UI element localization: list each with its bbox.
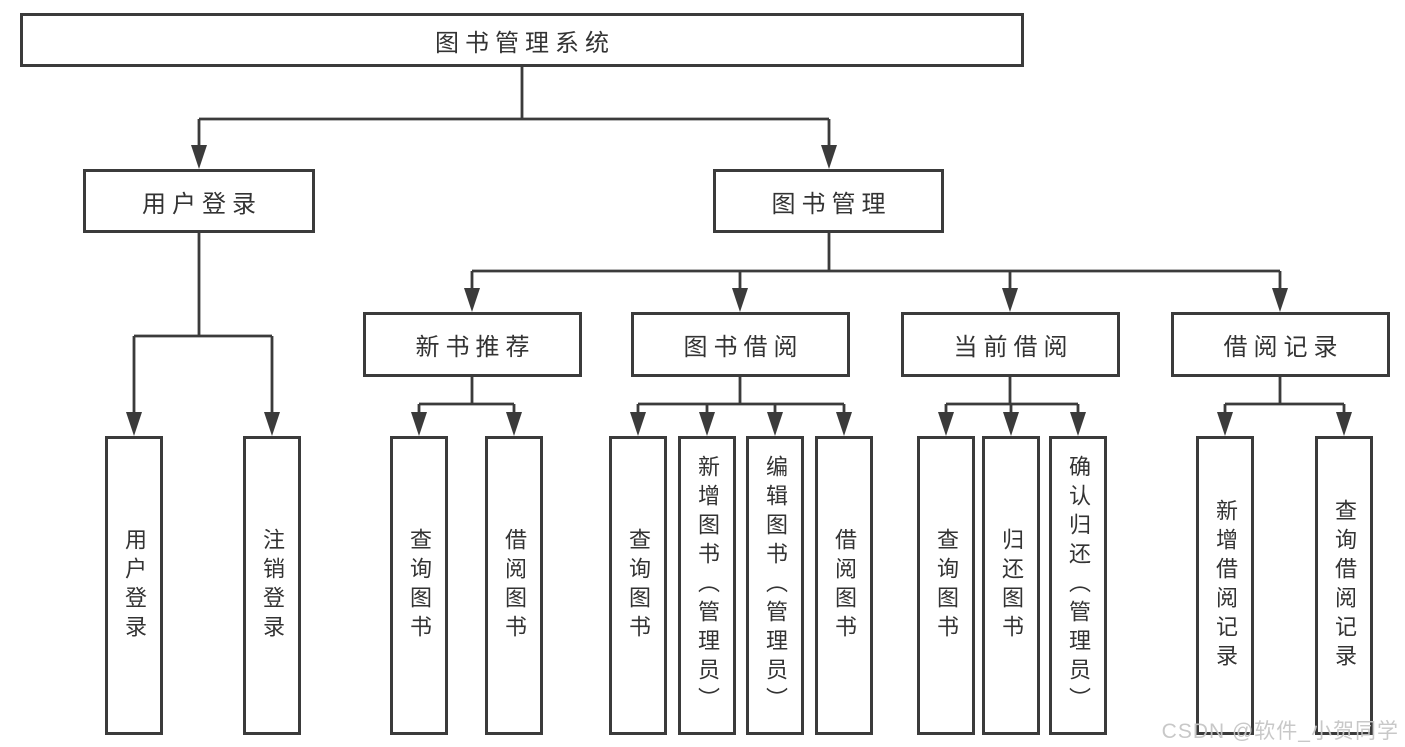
leaf-edit-book-admin: 编辑图书（管理员） [746, 436, 804, 735]
node-label: 用户登录 [142, 190, 262, 218]
leaf-query-borrow-record: 查询借阅记录 [1315, 436, 1373, 735]
arrowheads [126, 145, 1352, 436]
leaf-label: 新增借阅记录 [1213, 498, 1238, 673]
node-book-management: 图书管理 [713, 169, 944, 233]
node-label: 当前借阅 [953, 334, 1074, 361]
leaf-current-query-books: 查询图书 [917, 436, 975, 735]
node-label: 图书管理系统 [435, 29, 615, 57]
leaf-label: 查询图书 [407, 527, 432, 644]
leaf-label: 注销登录 [260, 527, 285, 644]
leaf-confirm-return-admin: 确认归还（管理员） [1049, 436, 1107, 735]
node-label: 借阅记录 [1223, 334, 1344, 361]
leaf-label: 编辑图书（管理员） [763, 455, 788, 716]
leaf-label: 查询图书 [934, 527, 959, 644]
leaf-recommend-query-books: 查询图书 [390, 436, 448, 735]
leaf-label: 借阅图书 [502, 527, 527, 644]
leaf-label: 新增图书（管理员） [695, 455, 720, 716]
node-current-borrowing: 当前借阅 [901, 312, 1120, 377]
leaf-add-book-admin: 新增图书（管理员） [678, 436, 736, 735]
leaf-label: 借阅图书 [832, 527, 857, 644]
node-book-borrowing: 图书借阅 [631, 312, 850, 377]
watermark: CSDN @软件_小贺同学 [1161, 720, 1399, 743]
leaf-label: 查询图书 [626, 527, 651, 644]
leaf-borrow-books: 借阅图书 [815, 436, 873, 735]
leaf-label: 用户登录 [122, 527, 147, 644]
node-user-login: 用户登录 [83, 169, 315, 233]
leaf-borrow-query-books: 查询图书 [609, 436, 667, 735]
leaf-recommend-borrow-books: 借阅图书 [485, 436, 543, 735]
leaf-return-books: 归还图书 [982, 436, 1040, 735]
leaf-label: 归还图书 [999, 527, 1024, 644]
leaf-label: 查询借阅记录 [1332, 498, 1357, 673]
leaf-add-borrow-record: 新增借阅记录 [1196, 436, 1254, 735]
node-label: 图书管理 [771, 190, 892, 218]
leaf-label: 确认归还（管理员） [1066, 455, 1091, 716]
leaf-user-login: 用户登录 [105, 436, 163, 735]
node-root-library-system: 图书管理系统 [20, 13, 1024, 67]
node-label: 新书推荐 [415, 334, 536, 361]
node-new-book-recommend: 新书推荐 [363, 312, 582, 377]
node-borrowing-records: 借阅记录 [1171, 312, 1390, 377]
node-label: 图书借阅 [683, 334, 804, 361]
leaf-logout: 注销登录 [243, 436, 301, 735]
